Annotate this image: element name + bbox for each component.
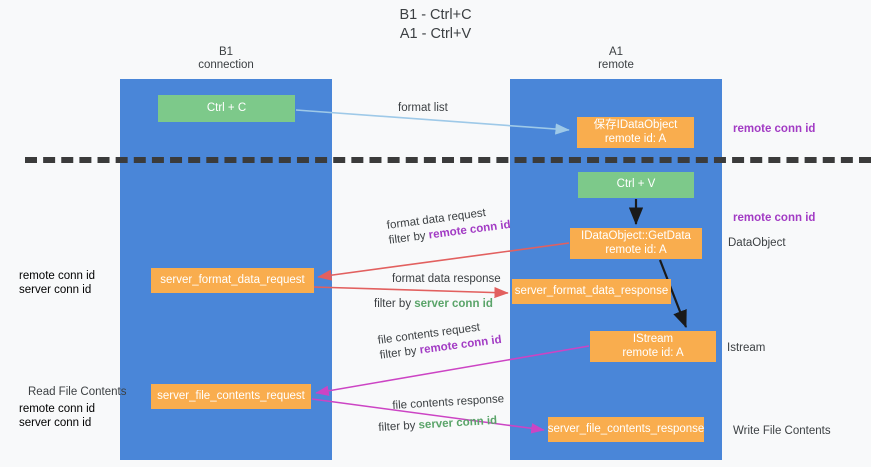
swimlane-b1-caption: B1 connection: [146, 46, 306, 72]
annotation-remote-conn-id-left-a: remote conn id: [19, 270, 96, 282]
node-ctrl-v[interactable]: Ctrl + V: [578, 172, 694, 198]
annotation-remote-conn-id-top: remote conn id: [733, 123, 816, 135]
annotation-server-conn-id-left-a: server conn id: [19, 284, 92, 296]
node-server-format-data-response[interactable]: server_format_data_response: [512, 279, 671, 304]
edge-label-format-list-text: format list: [398, 102, 448, 114]
node-idataobject-getdata[interactable]: IDataObject::GetData remote id: A: [570, 228, 702, 259]
annotation-server-conn-id-left-b: server conn id: [19, 417, 92, 429]
node-save-idataobject[interactable]: 保存IDataObject remote id: A: [577, 117, 694, 148]
node-istream[interactable]: IStream remote id: A: [590, 331, 716, 362]
node-ctrl-c[interactable]: Ctrl + C: [158, 95, 295, 122]
annotation-conn-ids-upper: remote conn id server conn id: [19, 269, 95, 297]
node-ctrl-c-label: Ctrl + C: [206, 101, 247, 114]
node-server-file-contents-response[interactable]: server_file_contents_response: [548, 417, 704, 442]
annotation-remote-conn-id-left-b: remote conn id: [19, 403, 96, 415]
node-save-idataobject-label: 保存IDataObject: [593, 119, 678, 131]
node-idataobject-getdata-label: IDataObject::GetData: [581, 230, 691, 242]
filter-prefix: filter by: [374, 298, 415, 310]
node-idataobject-getdata-sublabel: remote id: A: [605, 243, 667, 256]
annotation-remote-conn-id-mid: remote conn id: [733, 212, 816, 224]
node-ctrl-v-label: Ctrl + V: [616, 178, 656, 191]
edge-file-contents-response: [311, 398, 545, 434]
annotation-conn-ids-lower: remote conn id server conn id: [19, 402, 95, 430]
phase-divider: [25, 157, 871, 163]
annotation-read-file-contents: Read File Contents: [28, 386, 127, 398]
edge-label-format-data-response: format data response: [392, 272, 501, 287]
filter-prefix: filter by: [388, 229, 430, 247]
node-save-idataobject-sublabel: remote id: A: [604, 132, 667, 145]
node-server-format-data-request[interactable]: server_format_data_request: [151, 268, 314, 293]
page-title: B1 - Ctrl+C A1 - Ctrl+V: [0, 6, 871, 44]
node-server-format-data-request-label: server_format_data_request: [160, 273, 305, 286]
edge-getdata-to-istream: [658, 259, 688, 329]
swimlane-b1-role: connection: [198, 59, 254, 71]
node-server-file-contents-request[interactable]: server_file_contents_request: [151, 384, 311, 409]
edge-format-data-request: [317, 242, 570, 281]
node-server-format-data-response-label: server_format_data_response: [514, 284, 669, 297]
annotation-istream: Istream: [727, 342, 766, 354]
edge-format-data-response: [313, 286, 509, 299]
edge-format-list: [295, 109, 570, 135]
edge-label-format-data-response-filter: filter by server conn id: [374, 297, 493, 312]
swimlane-a1-role: remote: [598, 59, 634, 71]
annotation-data-object: DataObject: [728, 237, 786, 249]
node-istream-label: IStream: [632, 333, 674, 345]
node-server-file-contents-response-label: server_file_contents_response: [547, 422, 705, 435]
node-server-file-contents-request-label: server_file_contents_request: [157, 389, 305, 402]
swimlane-b1-name: B1: [218, 46, 234, 58]
node-istream-sublabel: remote id: A: [622, 346, 684, 359]
title-line-1: B1 - Ctrl+C: [399, 7, 472, 23]
edge-label-format-list: format list: [398, 101, 448, 116]
annotation-write-file-contents: Write File Contents: [733, 425, 831, 437]
title-line-2: A1 - Ctrl+V: [399, 26, 472, 42]
swimlane-a1-caption: A1 remote: [536, 46, 696, 72]
filter-key-server-conn-id: server conn id: [414, 298, 493, 310]
filter-prefix: filter by: [379, 344, 421, 362]
filter-key-server-conn-id: server conn id: [418, 414, 498, 432]
filter-prefix: filter by: [378, 419, 419, 434]
swimlane-a1-name: A1: [608, 46, 624, 58]
edge-file-contents-request: [315, 345, 590, 397]
edge-label-format-data-response-text: format data response: [392, 273, 501, 285]
